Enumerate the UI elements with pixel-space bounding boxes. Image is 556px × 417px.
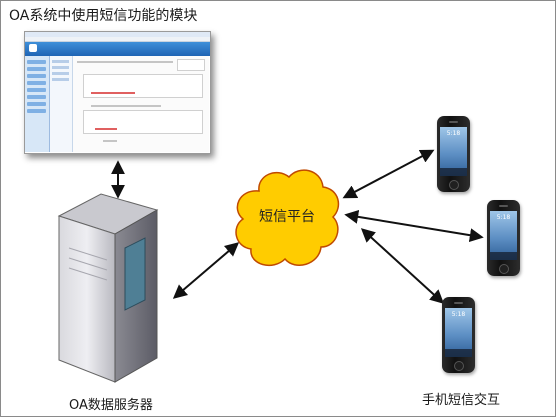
sms-platform-cloud [235,169,340,267]
cloud-shape [235,169,340,267]
phone-lock-bar [445,349,472,357]
oa-logo-icon [29,44,37,52]
oa-window-toolbar [25,37,210,42]
arrow-platform-phone3 [360,228,445,304]
phones-label: 手机短信交互 [422,393,501,408]
phone-clock: 5:18 [446,130,461,137]
phone-2: 5:18 [487,200,520,276]
oa-sidebar-item [27,67,46,71]
server-slot [68,247,108,261]
phone-speaker [499,205,508,207]
phone-home-button [449,180,459,190]
sms-platform-label: 短信平台 [259,209,315,225]
arrow-platform-phone2 [344,209,484,243]
oa-nav-item [52,60,69,63]
phone-lock-bar [490,252,517,260]
oa-system-screenshot [24,31,211,154]
phone-1: 5:18 [437,116,470,192]
oa-nav-item [52,66,69,69]
phone-screen [440,127,467,176]
oa-content-box [83,110,203,134]
server-icon [57,193,159,383]
oa-sidebar-item [27,102,46,106]
oa-red-note [91,92,135,94]
oa-sidebar [25,56,50,152]
oa-content-line [91,105,161,107]
phone-speaker [454,302,463,304]
phone-clock: 5:18 [496,214,511,221]
server-label: OA数据服务器 [69,398,153,413]
phone-screen [490,211,517,260]
oa-sidebar-item [27,81,46,85]
server-slot [68,257,108,271]
oa-nav-item [52,72,69,75]
server-front [58,215,116,383]
phone-clock: 5:18 [451,311,466,318]
oa-content-box [177,59,205,71]
oa-sidebar-item [27,88,46,92]
phone-speaker [449,121,458,123]
oa-sidebar-item [27,109,46,113]
phone-lock-bar [440,168,467,176]
phone-home-button [454,361,464,371]
oa-sidebar-item [27,95,46,99]
oa-content-line [103,140,117,142]
oa-sidebar-item [27,74,46,78]
oa-content-area [73,56,209,152]
oa-content-box [83,74,203,98]
phone-home-button [499,264,509,274]
oa-window-titlebar [25,32,210,37]
phone-screen [445,308,472,357]
arrow-server-platform [172,242,240,299]
oa-header-banner [25,42,210,56]
oa-red-note [95,128,117,130]
oa-nav-panel [50,56,73,152]
oa-content-line [77,61,173,63]
server-slot [68,267,108,281]
phone-3: 5:18 [442,297,475,373]
oa-nav-item [52,78,69,81]
arrow-platform-phone1 [342,149,435,199]
oa-sidebar-item [27,60,46,64]
diagram-title: OA系统中使用短信功能的模块 [9,8,198,24]
server-window [124,237,146,311]
